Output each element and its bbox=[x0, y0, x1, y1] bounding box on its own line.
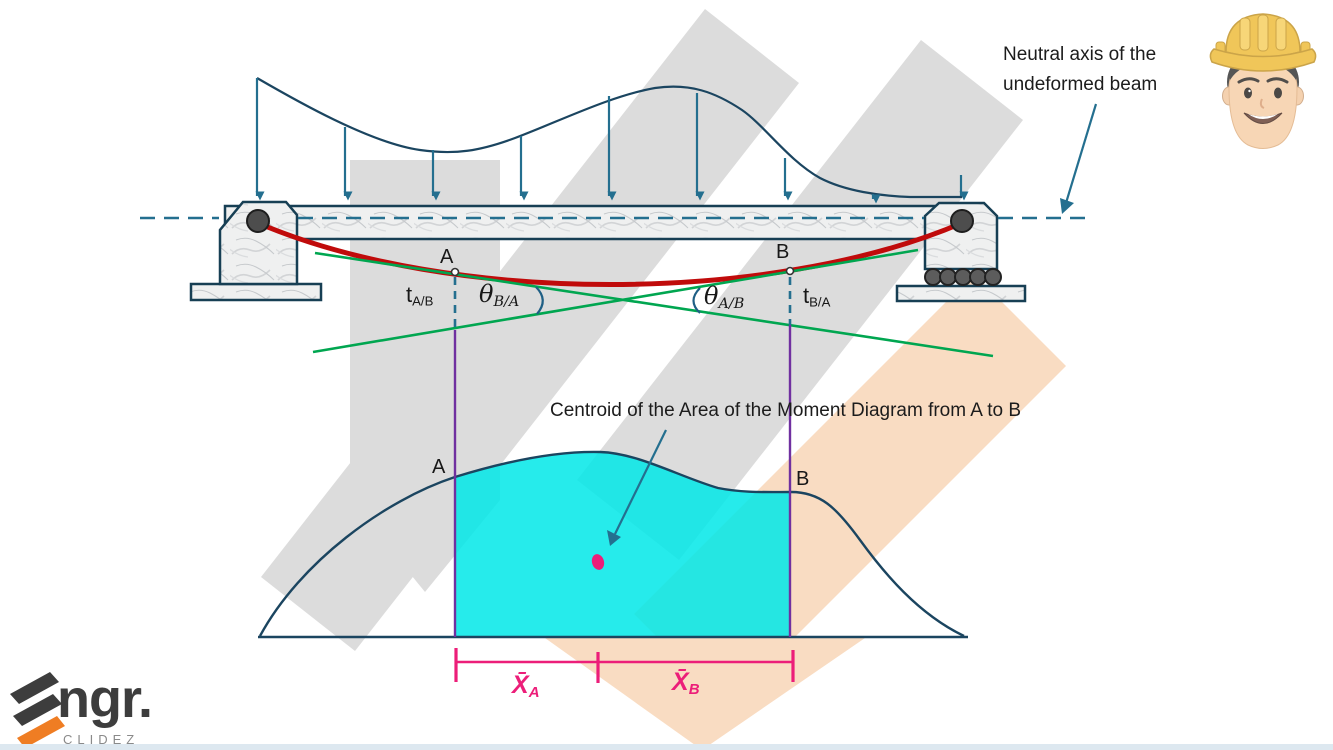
theta-ba-sub: B/A bbox=[493, 294, 520, 311]
right-roller-support bbox=[895, 201, 1027, 303]
left-pin-support bbox=[189, 200, 323, 302]
angle-arc-theta-ba bbox=[535, 286, 544, 315]
distributed-load-arrows bbox=[255, 78, 969, 204]
logo-brand-text: ngr. bbox=[57, 669, 153, 729]
xbar-a-main: X̄ bbox=[512, 671, 529, 699]
engr-logo-icon bbox=[10, 672, 65, 748]
theta-ba-main: θ bbox=[479, 280, 494, 308]
xbar-b-sub: B bbox=[688, 681, 700, 699]
tangent-line-at-b bbox=[312, 248, 919, 354]
centroid-note: Centroid of the Area of the Moment Diagr… bbox=[550, 400, 1022, 421]
neutral-axis-note: Neutral axis of the undeformed beam bbox=[1003, 40, 1157, 100]
t-ba-sub: B/A bbox=[809, 294, 831, 310]
label-theta-ba: θB/A bbox=[479, 281, 519, 311]
moment-diagram-curve bbox=[258, 450, 965, 638]
label-point-a-moment: A bbox=[432, 456, 446, 478]
t-ab-sub: A/B bbox=[412, 293, 434, 309]
deflected-beam-curve bbox=[257, 220, 963, 287]
label-point-a-beam: A bbox=[440, 246, 454, 268]
neutral-axis-leader-arrow bbox=[1060, 103, 1098, 214]
footer-strip bbox=[0, 744, 1333, 750]
moment-diagram bbox=[258, 450, 968, 639]
theta-ab-sub: A/B bbox=[718, 296, 745, 313]
t-ab-main: t bbox=[406, 282, 413, 307]
angle-arc-theta-ab bbox=[692, 287, 701, 314]
xbar-b-main: X̄ bbox=[672, 668, 689, 696]
neutral-axis-note-line2: undeformed beam bbox=[1003, 74, 1158, 95]
neutral-axis-note-line1: Neutral axis of the bbox=[1003, 44, 1157, 65]
label-xbar-a: X̄A bbox=[512, 671, 540, 702]
beam bbox=[223, 204, 977, 241]
label-xbar-b: X̄B bbox=[672, 668, 700, 699]
point-a-marker bbox=[450, 267, 460, 277]
load-intensity-curve bbox=[256, 77, 962, 199]
background-watermark bbox=[261, 9, 1066, 750]
t-ba-main: t bbox=[803, 283, 810, 308]
centroid-dot bbox=[591, 554, 605, 570]
logo-subbrand-text: CLIDEZ bbox=[63, 732, 140, 747]
dimension-line bbox=[454, 648, 795, 683]
right-pin bbox=[950, 209, 974, 233]
tangent-line-at-a bbox=[314, 251, 994, 358]
left-pin bbox=[246, 209, 270, 233]
centroid-leader-arrow bbox=[607, 429, 667, 546]
moment-area-fill bbox=[455, 451, 791, 637]
engineer-avatar-icon bbox=[1209, 13, 1317, 149]
label-point-b-moment: B bbox=[796, 468, 810, 490]
label-t-ab: tA/B bbox=[406, 282, 434, 309]
label-theta-ab: θA/B bbox=[704, 283, 744, 313]
theta-ab-main: θ bbox=[704, 282, 719, 310]
label-t-ba: tB/A bbox=[803, 283, 831, 310]
point-b-marker bbox=[785, 266, 795, 276]
xbar-a-sub: A bbox=[528, 684, 540, 702]
label-point-b-beam: B bbox=[776, 241, 790, 263]
roller-circles bbox=[924, 268, 1002, 286]
